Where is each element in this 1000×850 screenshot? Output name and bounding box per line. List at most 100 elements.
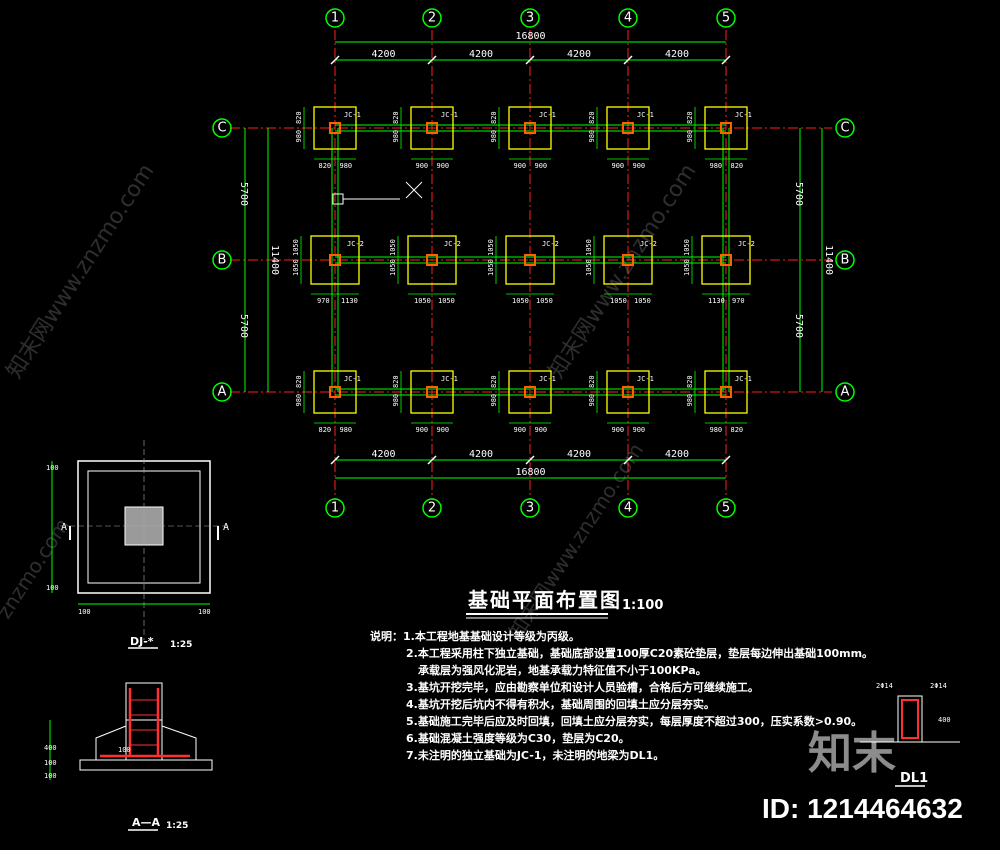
- footing-dim-vert: 980: [490, 394, 498, 407]
- footing-dim-vert: 1050: [585, 239, 593, 256]
- detail-bottom-dim-2: 100: [198, 608, 211, 616]
- footing-tag: JC-1: [441, 375, 458, 383]
- detail-side-dim-2: 100: [46, 584, 59, 592]
- footing-outline: [313, 370, 357, 414]
- bay-spacing-label: 4200: [371, 49, 395, 60]
- axis-label-col: 3: [526, 501, 534, 516]
- footing-dim-horiz: 900: [416, 426, 429, 434]
- note-line: 6.基础混凝土强度等级为C30，垫层为C20。: [406, 731, 630, 745]
- row-spacing-label: 5700: [238, 314, 249, 338]
- section-label-1: 100: [118, 746, 131, 754]
- footing-dim-vert: 980: [686, 394, 694, 407]
- footing-dim-vert: 820: [295, 111, 303, 124]
- axis-label-row: C: [840, 121, 849, 136]
- axis-label-row: B: [841, 253, 850, 268]
- axis-bubble-col: [618, 498, 638, 518]
- bay-spacing-label: 4200: [469, 49, 493, 60]
- dim-tick: [427, 55, 437, 65]
- note-line: 说明：1.本工程地基基础设计等级为丙级。: [370, 629, 580, 643]
- plan-scale: 1:100: [622, 598, 663, 613]
- footing-outline: [704, 106, 748, 150]
- footing-dim-vert: 1050: [487, 259, 495, 276]
- section-a-a: 400 100 100 100 A—A 1:25: [44, 682, 213, 831]
- footing-dim-horiz: 900: [633, 426, 646, 434]
- footing-tag: JC-2: [640, 240, 657, 248]
- footing-dim-horiz: 970: [317, 297, 330, 305]
- footing-dim-vert: 820: [686, 111, 694, 124]
- footing-dim-horiz: 1050: [414, 297, 431, 305]
- note-line: 3.基坑开挖完毕，应由勘察单位和设计人员验槽，合格后方可继续施工。: [406, 680, 759, 694]
- footing-dim-horiz: 820: [319, 426, 332, 434]
- footing-dim-vert: 820: [588, 375, 596, 388]
- footing-dim-vert: 820: [686, 375, 694, 388]
- footing-dim-horiz: 900: [612, 426, 625, 434]
- axis-label-row: C: [217, 121, 226, 136]
- footing-dim-vert: 980: [295, 130, 303, 143]
- footing-dim-horiz: 820: [319, 162, 332, 170]
- footing-dim-vert: 1050: [389, 239, 397, 256]
- dl1-label-3: 400: [938, 716, 951, 724]
- footing-dim-vert: 1050: [292, 259, 300, 276]
- design-notes: 说明：1.本工程地基基础设计等级为丙级。 2.本工程采用柱下独立基础，基础底部设置…: [370, 629, 873, 762]
- axis-label-col: 5: [722, 11, 730, 26]
- footing-dim-horiz: 900: [633, 162, 646, 170]
- overall-width-label: 11400: [269, 245, 280, 275]
- footing-dim-vert: 1050: [487, 239, 495, 256]
- axis-bubble-row: [835, 118, 855, 138]
- footing-dim-horiz: 900: [514, 426, 527, 434]
- cad-cursor-cross: [405, 181, 423, 199]
- footing-dim-horiz: 970: [732, 297, 745, 305]
- footing-outline: [701, 235, 751, 285]
- footing-outline: [508, 370, 552, 414]
- footing-dim-horiz: 1050: [634, 297, 651, 305]
- footing-tag: JC-1: [735, 111, 752, 119]
- footing-dim-vert: 1050: [683, 239, 691, 256]
- footing-tag: JC-1: [539, 111, 556, 119]
- bay-spacing-label: 4200: [567, 49, 591, 60]
- footing-dim-horiz: 1130: [708, 297, 725, 305]
- section-mark-right: A: [223, 522, 229, 533]
- dim-tick: [623, 455, 633, 465]
- column-mark: [329, 386, 341, 398]
- plan-title-block: 基础平面布置图 1:100: [466, 588, 663, 619]
- footing-tag: JC-2: [347, 240, 364, 248]
- dim-tick: [721, 55, 731, 65]
- axis-bubble-row: [835, 382, 855, 402]
- footing-tag: JC-1: [735, 375, 752, 383]
- section-mark-left: A: [61, 522, 67, 533]
- footing-dim-vert: 820: [392, 111, 400, 124]
- axis-bubble-col: [325, 498, 345, 518]
- bay-spacing-label: 4200: [469, 449, 493, 460]
- footing-dim-vert: 820: [392, 375, 400, 388]
- footing-tag: JC-2: [738, 240, 755, 248]
- dim-tick: [330, 55, 340, 65]
- axis-bubble-row: [212, 250, 232, 270]
- column-mark: [524, 122, 536, 134]
- axis-label-col: 3: [526, 11, 534, 26]
- bay-spacing-label: 4200: [371, 449, 395, 460]
- footing-outline: [603, 235, 653, 285]
- axis-bubble-col: [520, 498, 540, 518]
- note-line: 承载层为强风化泥岩，地基承载力特征值不小于100KPa。: [418, 663, 707, 677]
- column-mark: [426, 386, 438, 398]
- axis-bubble-col: [422, 498, 442, 518]
- row-spacing-label: 5700: [238, 182, 249, 206]
- dim-tick: [330, 455, 340, 465]
- footing-tag: JC-1: [539, 375, 556, 383]
- note-line: 2.本工程采用柱下独立基础，基础底部设置100厚C20素砼垫层，垫层每边伸出基础…: [406, 646, 873, 660]
- footing-outline: [410, 370, 454, 414]
- footing-outline: [704, 370, 748, 414]
- footing-outline: [410, 106, 454, 150]
- footing-dim-vert: 820: [490, 111, 498, 124]
- axis-bubble-col: [716, 8, 736, 28]
- footing-tag: JC-1: [637, 375, 654, 383]
- footing-dim-vert: 1050: [683, 259, 691, 276]
- footing-dim-horiz: 980: [340, 426, 353, 434]
- footing-dim-vert: 980: [490, 130, 498, 143]
- note-line: 5.基础施工完毕后应及时回填，回填土应分层夯实，每层厚度不超过300，压实系数>…: [406, 714, 862, 728]
- axis-bubble-col: [716, 498, 736, 518]
- column-mark: [524, 386, 536, 398]
- footing-dim-vert: 820: [490, 375, 498, 388]
